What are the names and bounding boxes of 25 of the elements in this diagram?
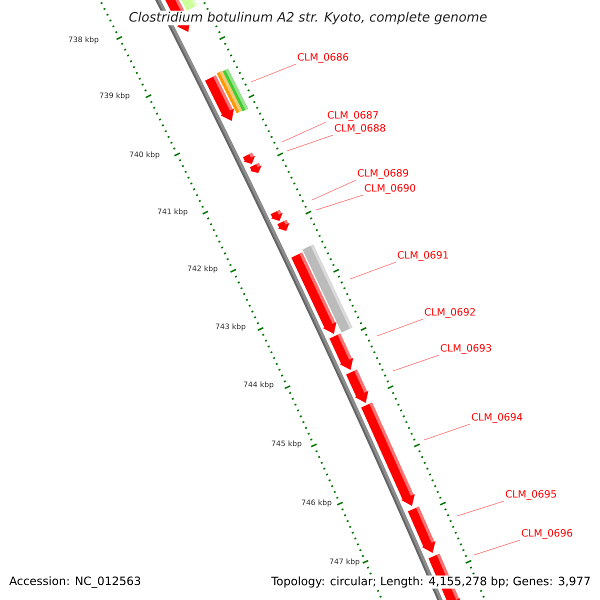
leader-line [286,134,334,152]
accession-text: Accession: NC_012563 [9,576,140,588]
leader-line [250,64,296,82]
gene-label: CLM_0687 [328,111,378,121]
leader-line [456,500,504,516]
leader-line [376,318,424,336]
gene-label: CLM_0696 [522,529,572,539]
leader-line [350,262,396,280]
leader-line [474,540,520,556]
genome-info-text: Topology: circular; Length: 4,155,278 bp; Genes: 3,977 [270,575,592,589]
gene-label: CLM_0691 [398,251,448,261]
gene-label: CLM_0694 [472,413,522,423]
leader-line [424,424,470,440]
leader-line [392,354,440,372]
gene-label: CLM_0688 [334,124,386,134]
leader-line [312,180,356,200]
leader-line [282,122,326,142]
gene-label: CLM_0693 [440,344,492,354]
gene-label: CLM_0692 [424,308,475,318]
gene-label: CLM_0695 [506,490,556,500]
gene-label: CLM_0689 [358,169,408,179]
leader-line [316,194,364,210]
title: Clostridium botulinum A2 str. Kyoto, complete genome [128,10,488,26]
gene-label: CLM_0686 [298,53,348,63]
gene-label: CLM_0690 [364,184,416,194]
